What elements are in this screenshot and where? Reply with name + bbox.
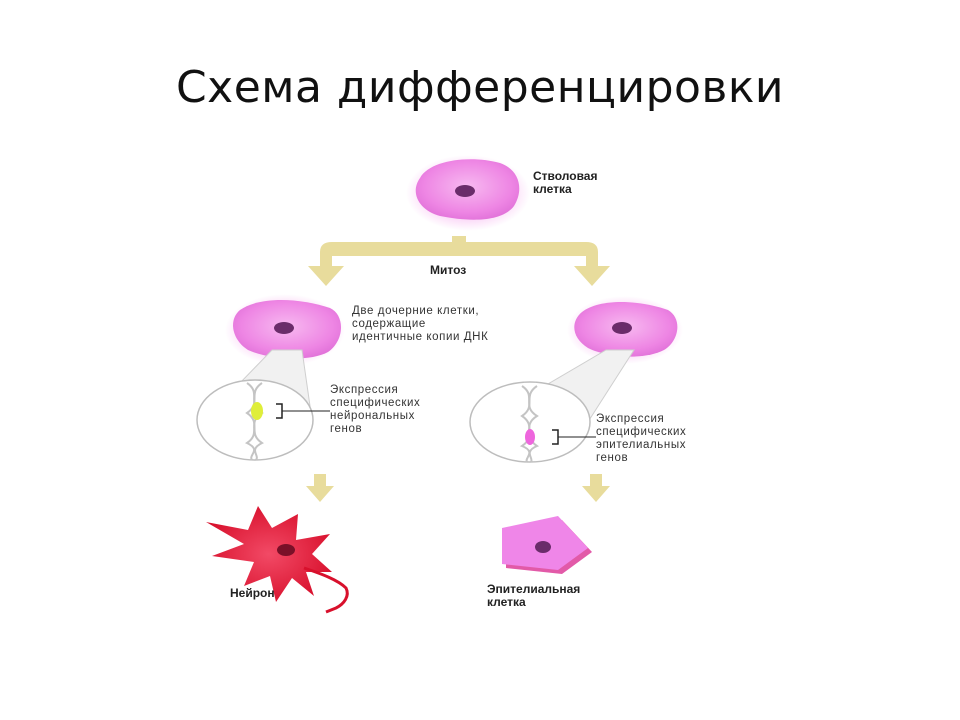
epithelial-cell-label: Эпителиальная клетка — [487, 582, 581, 609]
stem-cell-label: Стволовая клетка — [533, 169, 598, 196]
neuron-label: Нейрон — [230, 586, 275, 600]
daughter-cell-right — [567, 296, 683, 364]
stem-cell — [406, 155, 530, 231]
nucleus — [277, 544, 295, 556]
epithelial-cell-illustration — [502, 516, 592, 574]
neuronal-expression-label: Экспрессия специфических нейрональных ге… — [330, 384, 421, 435]
differentiation-arrows — [306, 474, 610, 502]
slide-title: Схема дифференцировки — [175, 62, 785, 113]
neuronal-gene — [251, 402, 263, 420]
nucleus — [612, 322, 632, 334]
daughter-cells-label: Две дочерние клетки, содержащие идентичн… — [352, 305, 489, 343]
daughter-cell-left — [225, 294, 345, 366]
mitosis-label: Митоз — [430, 263, 467, 277]
neuronal-gene-magnifier — [196, 349, 330, 461]
neuron-illustration — [206, 506, 349, 614]
epithelial-expression-label: Экспрессия специфических эпителиальных г… — [596, 413, 687, 464]
epithelial-gene-magnifier — [469, 349, 635, 463]
nucleus — [535, 541, 551, 553]
nucleus — [274, 322, 294, 334]
nucleus — [455, 185, 475, 197]
dna-strand-left — [244, 382, 264, 461]
epithelial-gene — [525, 429, 535, 445]
mitosis-arrows — [308, 236, 610, 286]
